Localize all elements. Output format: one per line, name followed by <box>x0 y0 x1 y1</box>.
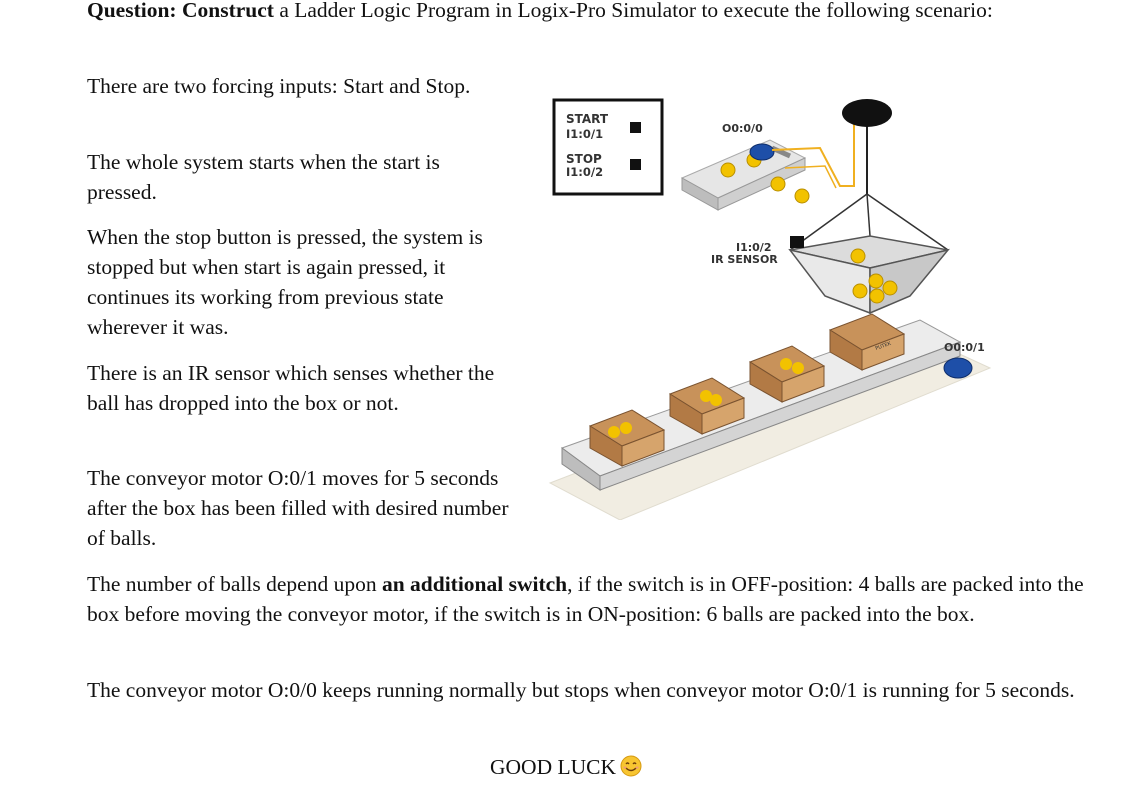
ball-hopper <box>788 99 950 315</box>
conveyor-system-diagram: START I1:0/1 STOP I1:0/2 O0:0/0 <box>548 98 992 520</box>
motor-o00-icon <box>749 143 775 161</box>
motor-o00-label: O0:0/0 <box>722 122 763 135</box>
box-2 <box>668 377 746 435</box>
paragraph-forcing-inputs: There are two forcing inputs: Start and … <box>87 74 471 98</box>
paragraph-system-start: The whole system starts when the start i… <box>87 150 440 204</box>
start-button-label: START <box>566 112 609 126</box>
good-luck-text: GOOD LUCK <box>490 755 617 779</box>
start-input-address: I1:0/1 <box>566 127 603 141</box>
control-panel: START I1:0/1 STOP I1:0/2 <box>552 98 664 196</box>
stop-button-label: STOP <box>566 152 602 166</box>
question-verb: Construct <box>181 0 274 22</box>
ball-count-text-b: , if the switch is in OFF-position: 4 ba… <box>87 572 1084 626</box>
question-heading: Question: Construct a Ladder Logic Progr… <box>87 0 1087 25</box>
ir-sensor-icon <box>790 236 804 248</box>
ball-count-text-a: The number of balls depend upon <box>87 572 382 596</box>
motor-o01-icon <box>943 357 973 379</box>
box-brand-label: PUTEK <box>875 340 893 351</box>
paragraph-ball-count: The number of balls depend upon an addit… <box>87 569 1087 629</box>
upper-conveyor: O0:0/0 <box>680 122 810 211</box>
motor-o01-label: O0:0/1 <box>944 341 985 354</box>
start-indicator-icon <box>630 122 641 133</box>
box-4 <box>828 313 906 371</box>
paragraph-conveyor-o01: The conveyor motor O:0/1 moves for 5 sec… <box>87 466 509 550</box>
smiley-emoji-icon <box>620 755 642 777</box>
box-3 <box>748 345 826 403</box>
ir-sensor: I1:0/2 IR SENSOR <box>711 236 804 266</box>
hopper-mount-icon <box>842 99 892 127</box>
question-label: Question: <box>87 0 177 22</box>
question-text: a Ladder Logic Program in Logix-Pro Simu… <box>273 0 993 22</box>
box-1 <box>588 409 666 467</box>
paragraph-ir-sensor: There is an IR sensor which senses wheth… <box>87 361 495 415</box>
ir-sensor-label: IR SENSOR <box>711 253 778 266</box>
closing-line: GOOD LUCK <box>490 752 690 782</box>
stop-input-address: I1:0/2 <box>566 165 603 179</box>
paragraph-stop-behavior: When the stop button is pressed, the sys… <box>87 225 483 339</box>
ir-sensor-address: I1:0/2 <box>736 241 771 254</box>
paragraph-conveyor-o00: The conveyor motor O:0/0 keeps running n… <box>87 678 1075 702</box>
stop-indicator-icon <box>630 159 641 170</box>
additional-switch-emphasis: an additional switch <box>381 572 568 596</box>
